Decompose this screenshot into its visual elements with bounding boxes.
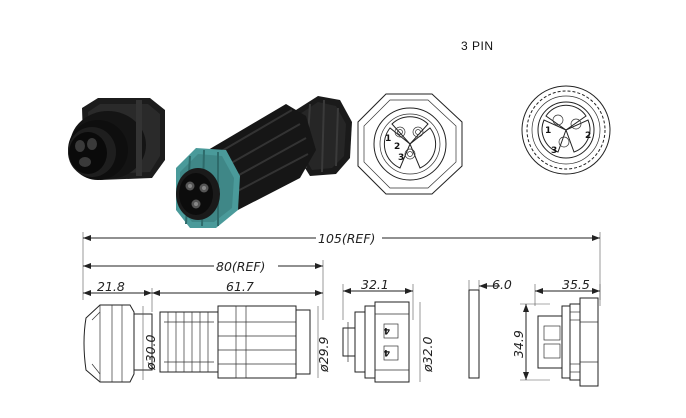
- rear-pin-3-label: 3: [551, 146, 557, 156]
- cable-plug-photo: [176, 96, 352, 228]
- side-pin-label-top: 4: [384, 325, 390, 335]
- receptacle-length-label: 35.5: [562, 277, 590, 292]
- socket-diameter-label: ø32.0: [420, 336, 435, 373]
- panel-view: 6.0: [468, 277, 512, 379]
- rear-face-view: 1 2 3: [521, 85, 611, 175]
- front-pin-3-label: 3: [398, 153, 404, 163]
- pin-count-title: 3 PIN: [461, 39, 494, 53]
- socket-side-view: 32.1 4 4 ø32.0: [342, 277, 435, 383]
- front-pin-2-label: 2: [394, 142, 400, 152]
- gland-diameter-label: ø30.0: [143, 334, 158, 371]
- panel-thickness-label: 6.0: [492, 277, 512, 292]
- overall-length-label: 105(REF): [318, 231, 375, 246]
- receptacle-side-view: 35.5 34.9: [511, 277, 601, 387]
- socket-length-label: 32.1: [361, 277, 389, 292]
- overall-length-dimension: 105(REF): [82, 229, 601, 300]
- body-length-label: 61.7: [226, 279, 254, 294]
- plug-length-label: 80(REF): [216, 259, 265, 274]
- plug-side-view: ø30.0 ø29.9: [83, 304, 331, 383]
- side-pin-label-bottom: 4: [384, 347, 390, 357]
- gland-length-label: 21.8: [97, 279, 125, 294]
- plug-length-dimension: 80(REF): [83, 257, 324, 320]
- front-face-view: 1 2 3: [357, 93, 463, 195]
- receptacle-height-label: 34.9: [511, 330, 526, 358]
- body-diameter-label: ø29.9: [316, 336, 331, 373]
- gland-and-body-dimensions: 21.8 61.7: [83, 279, 323, 312]
- front-pin-1-label: 1: [385, 134, 391, 144]
- rear-pin-2-label: 2: [585, 131, 591, 141]
- rear-pin-1-label: 1: [545, 126, 551, 136]
- panel-receptacle-photo: [68, 98, 165, 180]
